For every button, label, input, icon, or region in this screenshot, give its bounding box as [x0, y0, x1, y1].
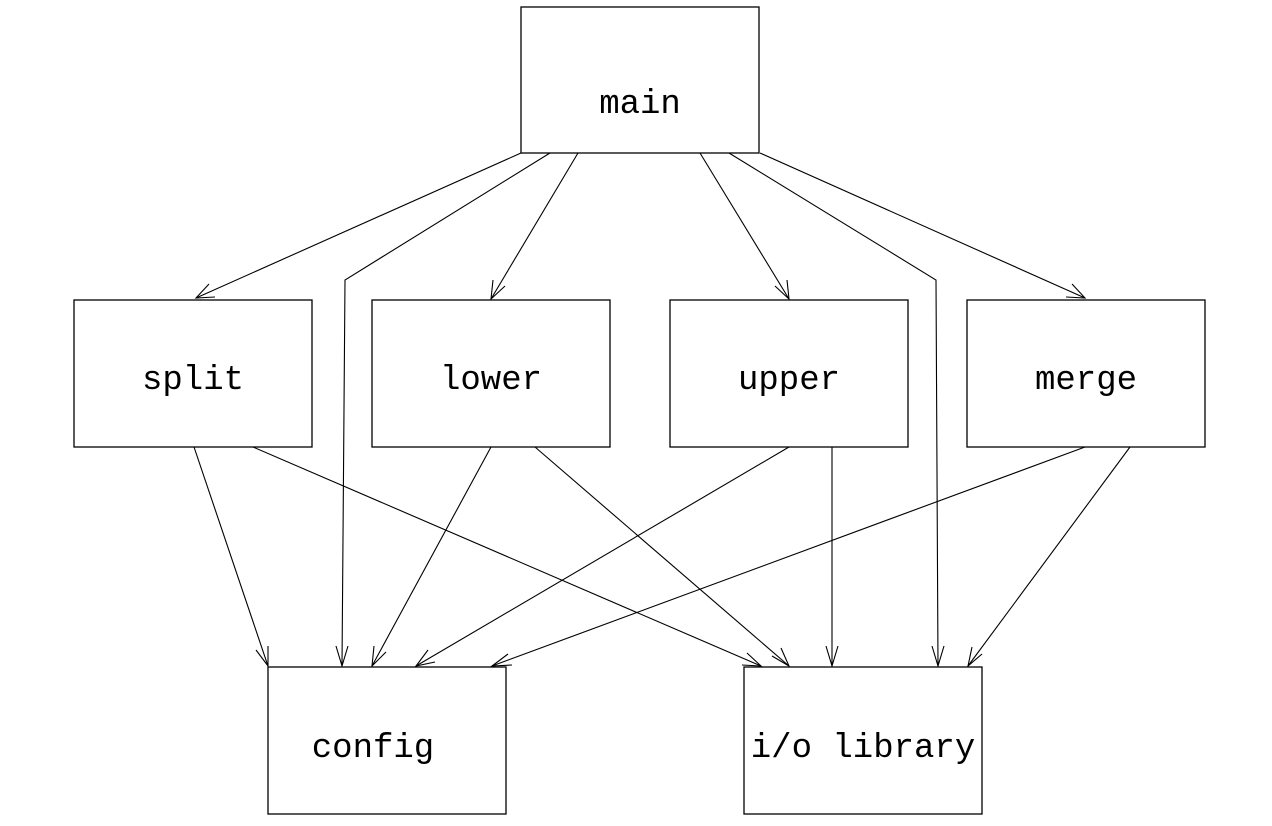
- edge-split-to-config: [193, 446, 269, 668]
- edge-upper-to-io-library: [825, 447, 839, 668]
- edge-split-to-io-library: [252, 446, 763, 667]
- node-split-box: [73, 299, 313, 448]
- edge-main-to-upper: [699, 152, 790, 301]
- node-lower: lower: [371, 299, 611, 448]
- node-merge-box: [966, 299, 1206, 448]
- node-upper-label: upper: [738, 362, 840, 400]
- node-config-box: [267, 666, 507, 815]
- node-merge-label: merge: [1035, 362, 1137, 400]
- edge-upper-to-config: [414, 446, 790, 667]
- nodes-layer: main split lower upper merge config i/o …: [73, 6, 1206, 815]
- node-io-library-label: i/o library: [751, 730, 975, 768]
- node-config-label: config: [312, 730, 434, 768]
- node-config: config: [267, 666, 507, 815]
- node-io-library: i/o library: [743, 666, 983, 815]
- node-io-library-box: [743, 666, 983, 815]
- node-lower-label: lower: [440, 362, 542, 400]
- edges-layer: [193, 152, 1131, 668]
- edge-lower-to-io-library: [534, 446, 791, 668]
- edge-main-to-merge: [759, 152, 1087, 299]
- node-upper: upper: [669, 299, 909, 448]
- edge-main-to-split: [194, 152, 522, 299]
- edge-merge-to-io-library: [967, 446, 1131, 668]
- node-main: main: [520, 6, 760, 154]
- node-split-label: split: [142, 362, 244, 400]
- node-split: split: [73, 299, 313, 448]
- edge-main-to-io-library: [728, 152, 945, 668]
- node-main-label: main: [599, 86, 681, 124]
- node-merge: merge: [966, 299, 1206, 448]
- node-upper-box: [669, 299, 909, 448]
- node-main-box: [520, 6, 760, 154]
- edge-merge-to-config: [490, 446, 1086, 667]
- edge-lower-to-config: [371, 446, 492, 668]
- edge-main-to-config: [335, 152, 551, 668]
- edge-main-to-lower: [490, 152, 579, 301]
- node-lower-box: [371, 299, 611, 448]
